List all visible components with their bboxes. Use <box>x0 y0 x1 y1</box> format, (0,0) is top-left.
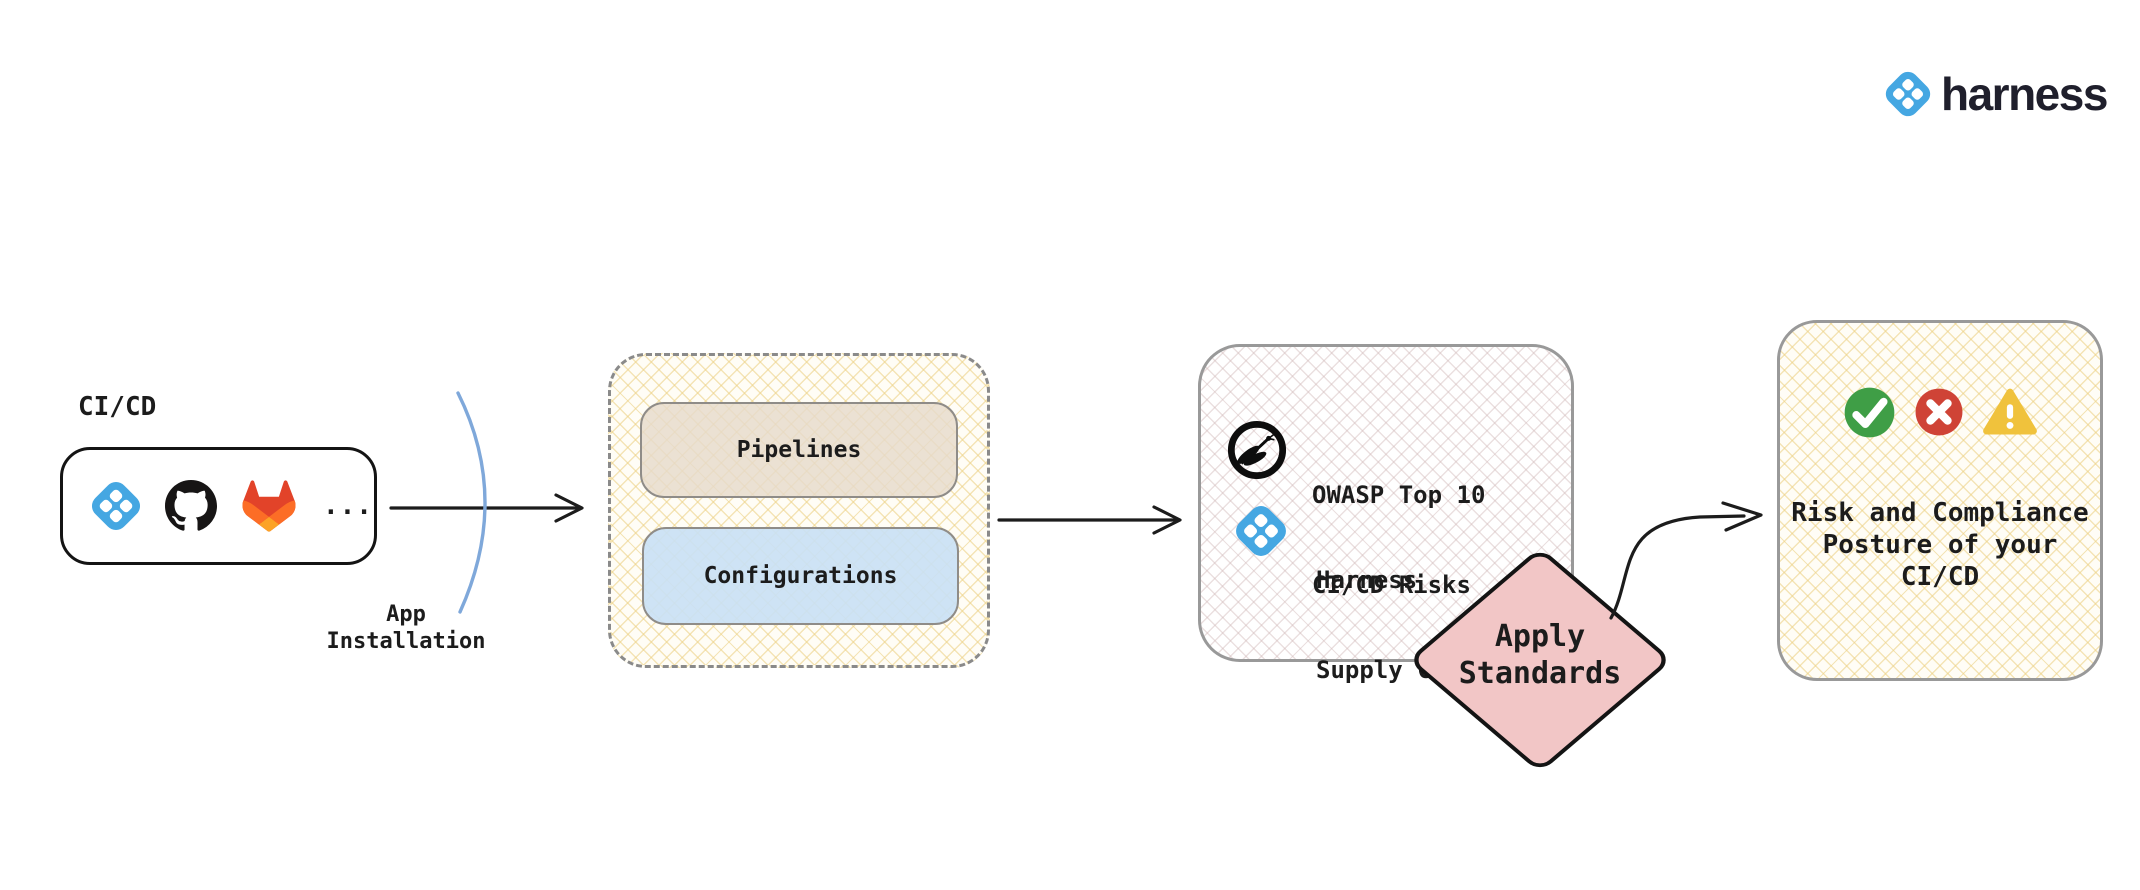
harness-icon <box>91 481 141 531</box>
cicd-source-label: CI/CD <box>78 392 157 422</box>
cicd-source-box: ... <box>60 447 377 565</box>
configurations-label: Configurations <box>703 563 898 589</box>
app-installation-label: App Installation <box>326 602 486 654</box>
app-installation-arc <box>456 391 487 614</box>
configurations-box: Configurations <box>642 527 959 625</box>
more-providers-ellipsis: ... <box>323 491 373 521</box>
pipelines-label: Pipelines <box>736 437 862 463</box>
owasp-icon <box>1227 420 1287 480</box>
harness-supply-chain-icon <box>1236 506 1286 556</box>
arrow-ingestion-to-analysis <box>997 505 1182 535</box>
pipelines-box: Pipelines <box>640 402 958 498</box>
github-icon <box>165 480 217 531</box>
harness-wordmark: harness <box>1941 68 2108 120</box>
risk-compliance-label: Risk and Compliance Posture of your CI/C… <box>1791 498 2089 592</box>
check-icon <box>1844 387 1894 437</box>
arrow-diamond-to-outcome <box>1609 501 1763 620</box>
owasp-risks-label: OWASP Top 10 CI/CD Risks <box>1312 481 1486 599</box>
apply-standards-label: Apply Standards <box>1458 619 1622 691</box>
status-icons-row <box>1777 384 2103 440</box>
gitlab-icon <box>242 480 296 532</box>
outcome-box <box>1777 320 2103 681</box>
warning-icon <box>1982 388 2037 435</box>
arrow-source-to-ingestion <box>389 493 584 523</box>
harness-logo: harness <box>1884 68 2108 120</box>
harness-brand-icon <box>1885 71 1931 117</box>
cross-icon <box>1915 388 1962 436</box>
